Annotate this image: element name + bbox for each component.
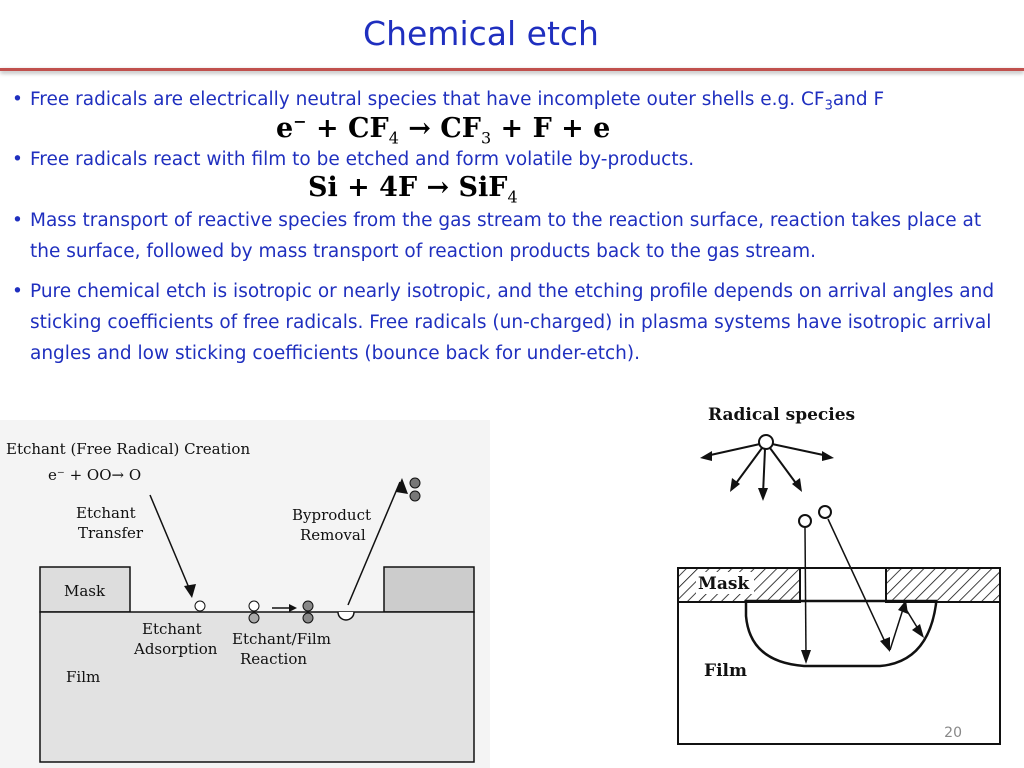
arrow-head-icon <box>396 478 408 494</box>
right-mask-block <box>885 567 1001 603</box>
label-film: Film <box>66 668 100 686</box>
equation-sif4-formation: Si + 4F → SiF4 <box>308 172 518 207</box>
bullet-2: • Free radicals react with film to be et… <box>12 144 1012 175</box>
radical-path-arrow <box>827 518 887 645</box>
arrow-head-icon <box>758 488 768 501</box>
radical-arrow <box>733 447 763 487</box>
byproduct-removal-arrow <box>347 481 401 606</box>
arrow-head-icon <box>880 637 890 652</box>
label-film-reaction-2: Reaction <box>240 650 307 668</box>
label-etchant-transfer-1: Etchant <box>76 504 136 522</box>
isotropic-profile-diagram: Radical species Mask Film <box>677 405 1001 745</box>
bullet-1-text: Free radicals are electrically neutral s… <box>30 89 885 114</box>
bullet-3: • Mass transport of reactive species fro… <box>12 205 1012 267</box>
product-molecule-icon <box>302 600 314 612</box>
title-divider <box>0 68 1024 71</box>
page-number: 20 <box>944 725 962 741</box>
label-mask: Mask <box>64 582 106 600</box>
label-byproduct-1: Byproduct <box>292 506 371 524</box>
radical-arrow <box>769 447 799 487</box>
slide-title: Chemical etch <box>363 14 599 53</box>
adsorbed-radical-icon <box>194 600 206 612</box>
arrow-head-icon <box>730 478 740 492</box>
radical-arrow <box>762 448 766 495</box>
bullet-dot-icon: • <box>12 89 23 110</box>
bullet-dot-icon: • <box>12 149 23 170</box>
arrow-head-icon <box>289 604 297 612</box>
bullet-dot-icon: • <box>12 210 23 231</box>
radical-icon <box>798 514 812 528</box>
label-byproduct-2: Removal <box>300 526 366 544</box>
desorption-pit <box>337 611 355 621</box>
bullet-1: • Free radicals are electrically neutral… <box>12 84 1012 122</box>
bullet-2-text: Free radicals react with film to be etch… <box>30 149 695 170</box>
label-film: Film <box>704 661 747 681</box>
equation-cf4-dissociation: e− + CF4 → CF3 + F + e <box>276 112 611 148</box>
film-atom-icon <box>248 612 260 624</box>
label-creation: Etchant (Free Radical) Creation <box>6 440 250 458</box>
label-etchant-transfer-2: Transfer <box>78 524 144 542</box>
radical-arrow <box>705 443 761 457</box>
left-mask-block <box>39 566 131 613</box>
label-radical-species: Radical species <box>708 405 855 425</box>
etchant-transfer-arrow <box>149 494 193 596</box>
label-film-reaction-1: Etchant/Film <box>232 630 331 648</box>
radical-path-arrow <box>804 527 807 657</box>
film-layer <box>39 611 475 763</box>
arrow-head-icon <box>792 478 802 492</box>
bullet-4: • Pure chemical etch is isotropic or nea… <box>12 276 1012 369</box>
arrow-head-icon <box>822 451 834 461</box>
arrow-head-icon <box>898 600 908 614</box>
bullet-4-text: Pure chemical etch is isotropic or nearl… <box>30 281 995 364</box>
arrow-head-icon <box>700 451 712 461</box>
arrow-head-icon <box>184 584 196 598</box>
radical-icon <box>818 505 832 519</box>
label-radical-reaction: e⁻ + OO→ O <box>48 466 141 484</box>
radical-source-icon <box>758 434 774 450</box>
label-adsorption-2: Adsorption <box>133 640 218 658</box>
arrow-head-icon <box>801 650 811 664</box>
bullet-dot-icon: • <box>12 281 23 302</box>
byproduct-molecule-icon <box>409 477 421 489</box>
label-adsorption-1: Etchant <box>142 620 202 638</box>
right-mask-block <box>383 566 475 613</box>
radical-icon <box>248 600 260 612</box>
bounce-arrow <box>889 605 905 651</box>
bullet-3-text: Mass transport of reactive species from … <box>30 210 982 262</box>
label-mask: Mask <box>698 574 750 594</box>
mask-label-background <box>696 572 754 594</box>
radical-arrow <box>771 443 829 457</box>
arrow-head-icon <box>912 624 924 638</box>
etch-process-diagram: Etchant (Free Radical) Creation e⁻ + OO→… <box>0 420 490 768</box>
product-molecule-icon <box>302 612 314 624</box>
byproduct-molecule-icon <box>409 490 421 502</box>
